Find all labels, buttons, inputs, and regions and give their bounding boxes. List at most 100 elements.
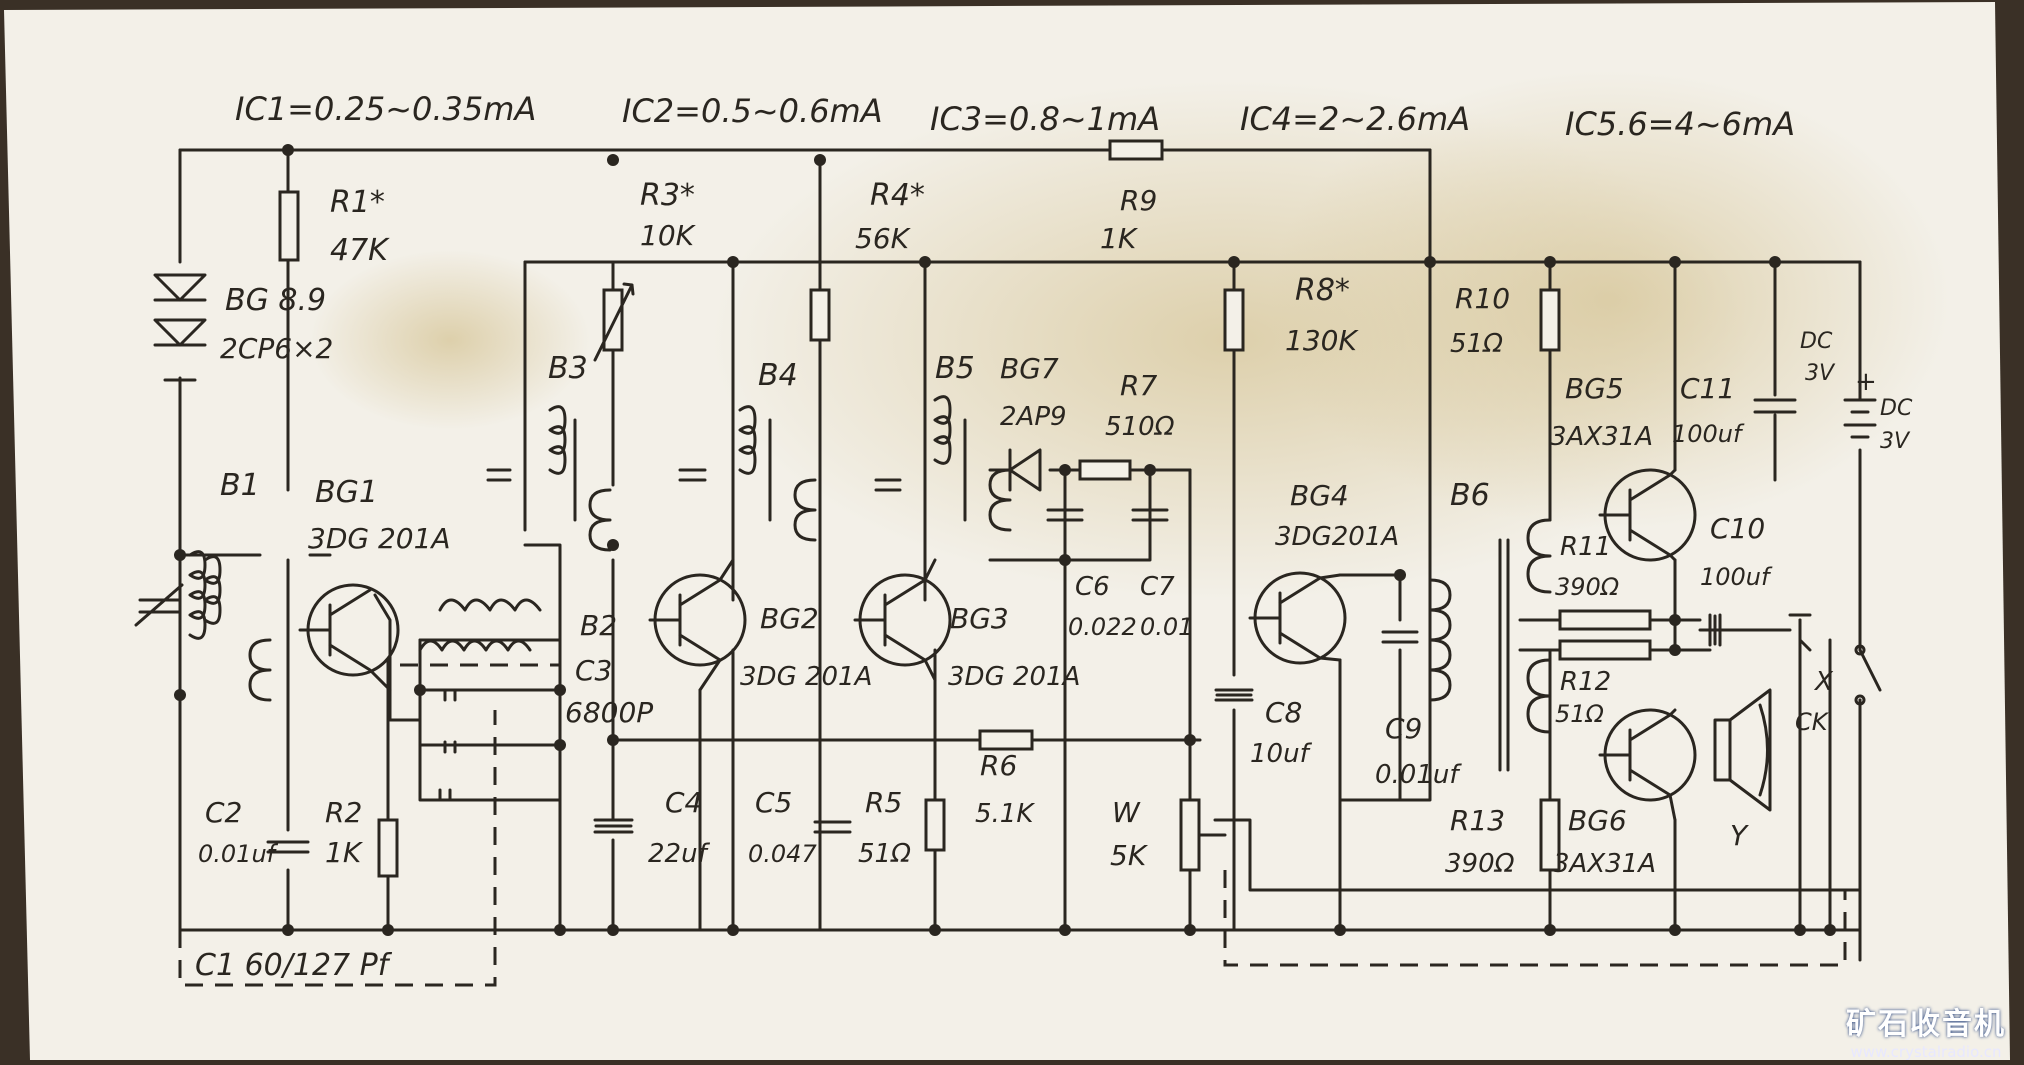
r10-resistor <box>1539 288 1561 352</box>
current-ic56: IC5.6=4~6mA <box>1565 105 1795 143</box>
r10-value: 51Ω <box>1450 329 1503 359</box>
b4-capacitor <box>678 468 707 482</box>
c7-capacitor <box>1131 508 1169 522</box>
b3-secondary <box>588 488 612 552</box>
b3-coil <box>548 405 567 475</box>
r7-resistor <box>1078 459 1132 481</box>
c11-capacitor <box>1753 398 1797 414</box>
b1-antenna-coil <box>188 550 207 640</box>
r2-name: R2 <box>325 796 362 829</box>
c8-name: C8 <box>1265 696 1302 729</box>
b1-base-coil <box>248 638 272 702</box>
bg7-diode <box>1008 448 1042 492</box>
r6-resistor <box>978 729 1034 751</box>
speaker-cone <box>1758 703 1769 797</box>
c8-capacitor <box>1214 688 1254 702</box>
c6-name: C6 <box>1075 572 1110 602</box>
c2-value: 0.01uf <box>198 840 279 868</box>
current-ic4: IC4=2~2.6mA <box>1240 100 1470 138</box>
bg3-type: 3DG 201A <box>948 662 1080 692</box>
bg4-transistor <box>1248 571 1347 665</box>
watermark-url: www.crystalradio.cn <box>1850 1043 2002 1061</box>
r7-name: R7 <box>1120 369 1157 402</box>
r3-resistor <box>602 288 624 352</box>
ck-label: CK <box>1795 708 1830 736</box>
b6-primary <box>1428 578 1452 702</box>
b2-coil <box>438 598 542 612</box>
r11-value: 390Ω <box>1555 573 1620 601</box>
current-ic3: IC3=0.8~1mA <box>930 100 1160 138</box>
y-label: Y <box>1730 819 1749 852</box>
c7-name: C7 <box>1140 572 1175 602</box>
r3-value: 10K <box>640 219 697 252</box>
watermark-logo: 矿石收音机 <box>1846 1007 2006 1042</box>
b2-label: B2 <box>580 609 617 642</box>
r9-resistor <box>1108 139 1164 161</box>
r5-resistor <box>924 798 946 852</box>
b6-secondary-top <box>1526 518 1552 594</box>
r12-value: 51Ω <box>1555 700 1605 728</box>
bg5-type: 3AX31A <box>1550 422 1653 452</box>
r1-name: R1* <box>330 185 385 220</box>
r5-value: 51Ω <box>858 839 911 869</box>
r8-value: 130K <box>1285 324 1359 357</box>
r8-resistor <box>1223 288 1245 352</box>
c1-gang-dashed-link <box>178 690 497 987</box>
dc2-label: DC <box>1880 396 1913 421</box>
b6-label: B6 <box>1450 478 1490 513</box>
w-value: 5K <box>1110 839 1149 872</box>
c11-value: 100uf <box>1672 420 1745 448</box>
w-potentiometer <box>1179 798 1201 872</box>
c10-name: C10 <box>1710 512 1765 545</box>
c3-capacitor-trimmers <box>438 688 457 802</box>
b1-label: B1 <box>220 468 260 503</box>
c8-value: 10uf <box>1250 739 1313 769</box>
r12-resistor <box>1558 639 1652 661</box>
c1-variable-capacitor <box>134 583 184 627</box>
r1-resistor <box>278 190 300 262</box>
labels: IC1=0.25~0.35mA IC2=0.5~0.6mA IC3=0.8~1m… <box>195 90 1913 983</box>
bg6-name: BG6 <box>1568 804 1627 837</box>
coils <box>188 395 1552 772</box>
bg6-type: 3AX31A <box>1553 849 1656 879</box>
switch-contact <box>1854 694 1866 706</box>
r11-name: R11 <box>1560 532 1611 562</box>
current-ic2: IC2=0.5~0.6mA <box>622 92 883 130</box>
c2-name: C2 <box>205 796 242 829</box>
junction-dots <box>174 144 1836 936</box>
bg3-name: BG3 <box>950 602 1009 635</box>
c3-name: C3 <box>575 654 612 687</box>
bg1-name: BG1 <box>315 475 378 510</box>
b6-secondary-bottom <box>1526 658 1552 734</box>
b5-label: B5 <box>935 351 975 386</box>
speaker-y <box>1713 688 1772 812</box>
b5-capacitor <box>874 478 902 492</box>
c6-capacitor <box>1046 508 1084 522</box>
r4-resistor <box>809 288 831 342</box>
bg5-transistor <box>1598 468 1697 562</box>
bg7-name: BG7 <box>1000 352 1059 385</box>
r1-value: 47K <box>330 233 390 268</box>
b6-core <box>1498 538 1510 772</box>
plus-sign: + <box>1855 367 1877 397</box>
r6-name: R6 <box>980 749 1017 782</box>
c5-value: 0.047 <box>748 840 817 868</box>
r6-value: 5.1K <box>975 799 1035 829</box>
r12-name: R12 <box>1560 667 1611 697</box>
c9-name: C9 <box>1385 712 1422 745</box>
c3-value: 6800P <box>565 696 653 729</box>
bg89-type: 2CP6×2 <box>220 332 333 365</box>
r9-value: 1K <box>1100 222 1139 255</box>
r7-value: 510Ω <box>1105 412 1175 442</box>
switch-x <box>1858 648 1882 702</box>
c4-value: 22uf <box>648 839 711 869</box>
r5-name: R5 <box>865 786 902 819</box>
bg3-transistor <box>853 558 952 682</box>
bg7-type: 2AP9 <box>1000 402 1067 432</box>
bg2-name: BG2 <box>760 602 819 635</box>
bg89-diode-1 <box>153 273 207 302</box>
dc1-volt: 3V <box>1805 361 1836 386</box>
r2-value: 1K <box>325 836 364 869</box>
c10-capacitor <box>1708 613 1722 647</box>
r8-name: R8* <box>1295 273 1350 308</box>
